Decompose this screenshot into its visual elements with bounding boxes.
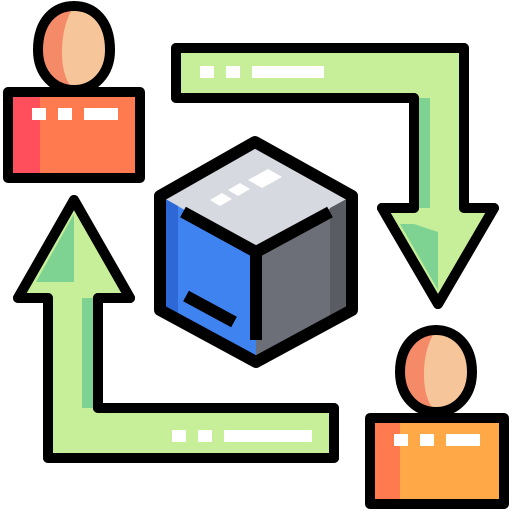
box-highlight bbox=[210, 193, 232, 206]
arrow-highlight bbox=[198, 430, 212, 442]
arrow-highlight bbox=[200, 66, 214, 78]
box-highlight bbox=[228, 183, 250, 196]
body-highlight bbox=[32, 108, 46, 120]
body-highlight bbox=[446, 434, 480, 446]
arrow-highlight bbox=[252, 66, 324, 78]
body-highlight bbox=[394, 434, 408, 446]
person-icon bbox=[3, 0, 145, 183]
arrow-highlight bbox=[226, 66, 240, 78]
arrow-highlight bbox=[172, 430, 186, 442]
arrow-highlight bbox=[224, 430, 312, 442]
box-highlight bbox=[248, 169, 282, 188]
body-highlight bbox=[58, 108, 72, 120]
box-icon bbox=[154, 136, 358, 368]
arrow-icon bbox=[13, 195, 339, 463]
body-highlight bbox=[420, 434, 434, 446]
arrow-icon bbox=[171, 43, 499, 309]
person-icon bbox=[365, 324, 509, 509]
body-highlight bbox=[84, 108, 118, 120]
